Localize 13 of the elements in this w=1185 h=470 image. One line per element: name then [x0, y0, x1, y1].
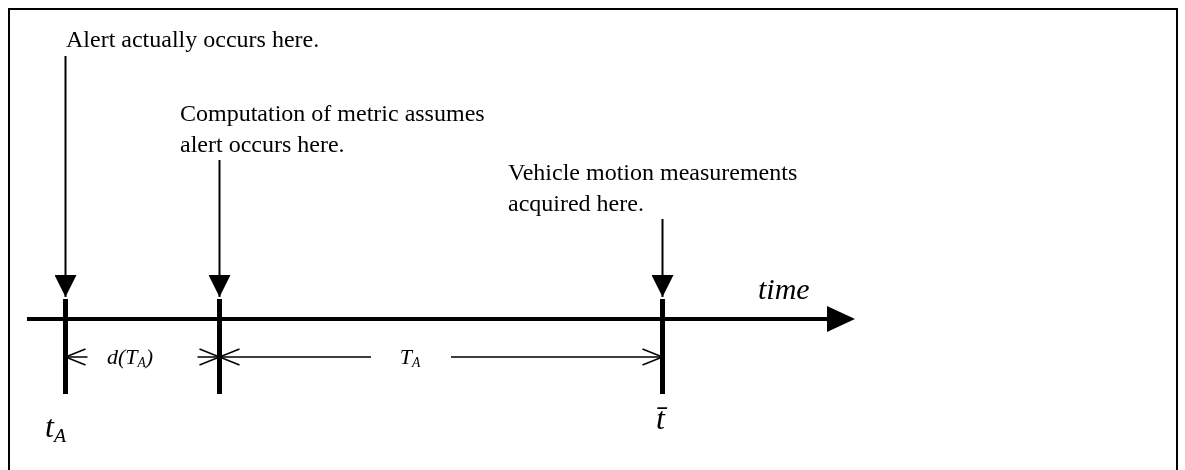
dimension-label: T$_{A}$	[399, 346, 421, 371]
tick-mark	[217, 299, 222, 394]
dimension-label: d(T$_{A}$)	[106, 346, 154, 371]
arrow	[208, 159, 231, 298]
callout-text: Alert actually occurs here.	[66, 24, 486, 56]
axis-label: time	[758, 274, 810, 304]
arrow	[651, 218, 674, 298]
arrow	[54, 55, 77, 298]
callout-text: Computation of metric assumes alert occurs here.	[180, 98, 525, 160]
tick-mark	[660, 299, 665, 394]
tick-mark	[63, 299, 68, 394]
time-symbol: t$_{A}$	[45, 410, 66, 446]
callout-text: Vehicle motion measurements acquired here.	[508, 157, 868, 219]
